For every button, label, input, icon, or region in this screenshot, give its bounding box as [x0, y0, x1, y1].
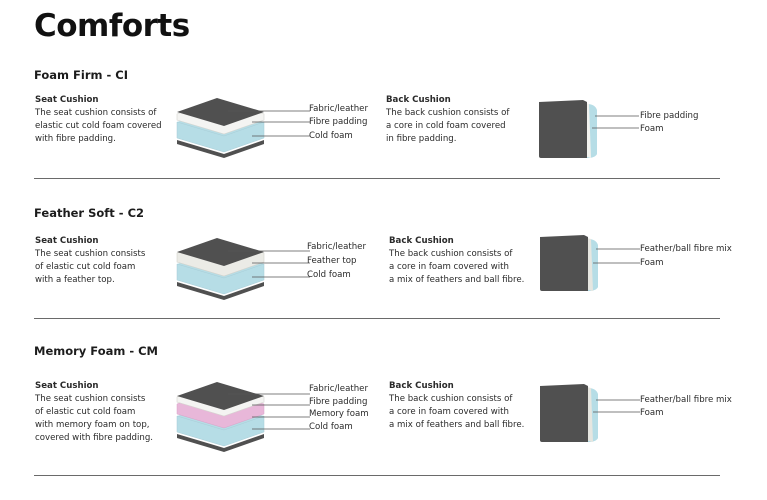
back-desc-line: a core in foam covered with: [389, 262, 509, 272]
fabric-shell: [539, 100, 587, 158]
section-title: Memory Foam - CM: [34, 344, 158, 358]
cold-foam-side: [176, 415, 265, 447]
back-desc-line: The back cushion consists of: [386, 108, 510, 118]
layer-label: Cold foam: [309, 131, 353, 141]
fabric-shell: [540, 384, 588, 442]
back-cushion-text: Back Cushion The back cushion consists o…: [386, 94, 509, 146]
back-desc-line: a mix of feathers and ball fibre.: [389, 275, 525, 285]
section-feather-soft: Feather Soft - C2 Seat Cushion The seat …: [0, 206, 767, 318]
fabric-bottom-wrap: [177, 282, 264, 300]
seat-desc-line: The seat cushion consists: [35, 249, 146, 259]
layer-label: Feather/ball fibre mix: [640, 244, 732, 254]
back-cushion-diagram: [540, 384, 640, 442]
seat-cushion-diagram: [176, 238, 310, 300]
back-cushion-heading: Back Cushion: [389, 236, 454, 246]
back-cushion-text: Back Cushion The back cushion consists o…: [389, 380, 524, 432]
layer-label: Fabric/leather: [309, 104, 368, 114]
layer-label: Fibre padding: [309, 397, 368, 407]
seat-cushion-diagram: [176, 98, 310, 158]
layer-label: Foam: [640, 408, 664, 418]
back-cushion-text: Back Cushion The back cushion consists o…: [389, 235, 524, 287]
layer-label: Feather/ball fibre mix: [640, 395, 732, 405]
fabric-top-layer: [177, 238, 264, 266]
section-title: Feather Soft - C2: [34, 206, 145, 220]
seat-desc-line: covered with fibre padding.: [35, 433, 154, 443]
fabric-shell: [540, 235, 588, 291]
seat-cushion-heading: Seat Cushion: [35, 381, 99, 391]
layer-label: Fibre padding: [640, 111, 699, 121]
seat-cushion-heading: Seat Cushion: [35, 95, 99, 105]
layer-label: Fabric/leather: [309, 384, 368, 394]
section-divider: [34, 178, 720, 179]
layer-label: Memory foam: [309, 409, 369, 419]
page-title: Comforts: [34, 8, 190, 44]
section-title: Foam Firm - CI: [34, 68, 128, 82]
back-desc-line: a core in cold foam covered: [386, 121, 506, 131]
seat-cushion-diagram: [176, 382, 310, 452]
back-desc-line: The back cushion consists of: [389, 394, 513, 404]
seat-cushion-heading: Seat Cushion: [35, 236, 99, 246]
seat-desc-line: of elastic cut cold foam: [35, 262, 136, 272]
seat-desc-line: with a feather top.: [35, 275, 115, 285]
section-memory-foam: Memory Foam - CM Seat Cushion The seat c…: [0, 344, 767, 476]
section-foam-firm: Foam Firm - CI Seat Cushion The seat cus…: [0, 68, 767, 180]
layer-label: Foam: [640, 124, 664, 134]
back-desc-line: a mix of feathers and ball fibre.: [389, 420, 525, 430]
seat-desc-line: with memory foam on top,: [35, 420, 150, 430]
seat-desc-line: of elastic cut cold foam: [35, 407, 136, 417]
back-desc-line: a core in foam covered with: [389, 407, 509, 417]
layer-label: Cold foam: [309, 422, 353, 432]
seat-cushion-text: Seat Cushion The seat cushion consists o…: [35, 94, 162, 146]
seat-desc-line: The seat cushion consists of: [35, 108, 157, 118]
cold-foam-side: [176, 121, 265, 153]
back-desc-line: The back cushion consists of: [389, 249, 513, 259]
fabric-top-layer: [177, 382, 264, 410]
seat-cushion-text: Seat Cushion The seat cushion consists o…: [35, 380, 153, 445]
back-cushion-diagram: [539, 100, 639, 158]
back-cushion-diagram: [540, 235, 640, 291]
back-desc-line: in fibre padding.: [386, 134, 457, 144]
layer-label: Fabric/leather: [307, 242, 366, 252]
seat-desc-line: The seat cushion consists: [35, 394, 146, 404]
seat-desc-line: elastic cut cold foam covered: [35, 121, 162, 131]
section-divider: [34, 475, 720, 476]
layer-label: Foam: [640, 258, 664, 268]
fabric-bottom-wrap: [177, 434, 264, 452]
layer-label: Feather top: [307, 256, 357, 266]
fabric-bottom-wrap: [177, 140, 264, 158]
seat-desc-line: with fibre padding.: [35, 134, 116, 144]
layer-label: Cold foam: [307, 270, 351, 280]
back-cushion-heading: Back Cushion: [386, 95, 451, 105]
cold-foam-side: [176, 263, 265, 295]
fabric-top-layer: [177, 98, 264, 126]
back-cushion-heading: Back Cushion: [389, 381, 454, 391]
layer-label: Fibre padding: [309, 117, 368, 127]
seat-cushion-text: Seat Cushion The seat cushion consists o…: [35, 235, 145, 287]
section-divider: [34, 318, 720, 319]
